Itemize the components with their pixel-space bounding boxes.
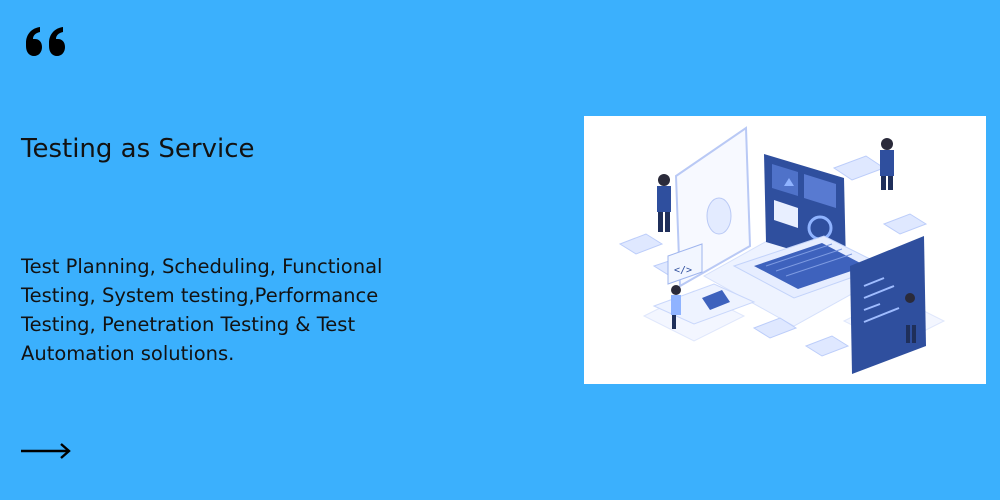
quote-icon bbox=[26, 27, 65, 56]
service-title: Testing as Service bbox=[21, 134, 255, 164]
person-desk bbox=[671, 285, 681, 329]
isometric-testing-scene: </> bbox=[618, 126, 946, 374]
person-top-right bbox=[880, 138, 894, 190]
svg-text:</>: </> bbox=[674, 265, 692, 276]
service-description: Test Planning, Scheduling, Functional Te… bbox=[21, 255, 383, 365]
arrow-right-icon[interactable] bbox=[20, 441, 72, 461]
person-right bbox=[905, 293, 916, 343]
person-left bbox=[657, 174, 671, 232]
testing-illustration: </> bbox=[584, 116, 986, 384]
